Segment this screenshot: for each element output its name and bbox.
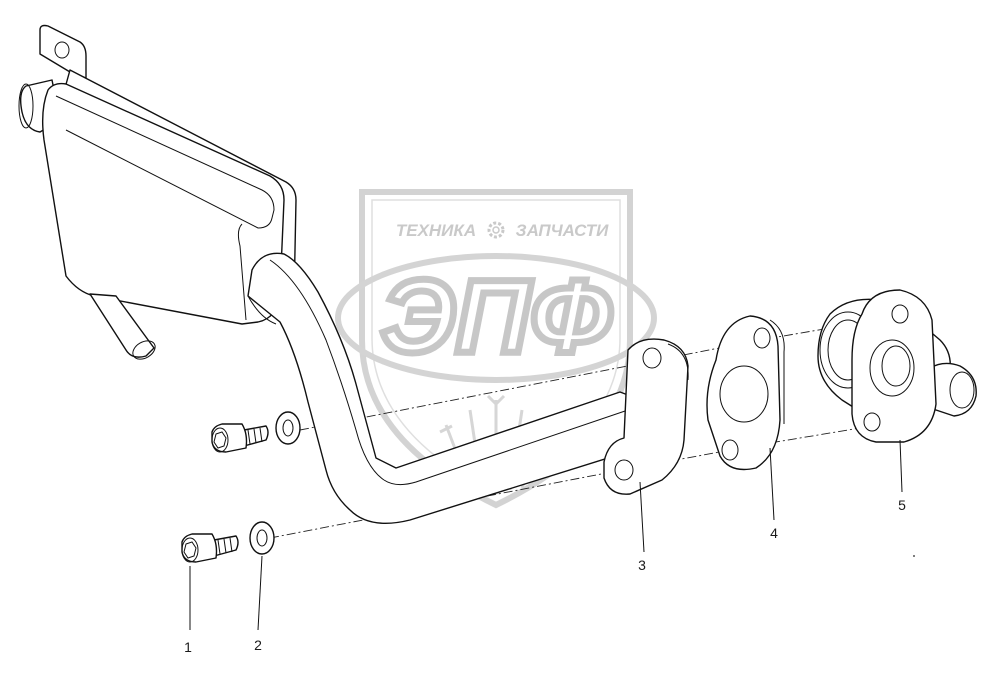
callouts: 1 2 3 4 5 bbox=[184, 497, 906, 655]
gear-icon bbox=[487, 221, 505, 239]
callout-4: 4 bbox=[770, 525, 778, 541]
watermark-text-left: ТЕХНИКА bbox=[396, 221, 476, 240]
expansion-tank bbox=[18, 24, 297, 360]
callout-1: 1 bbox=[184, 639, 192, 655]
watermark-main-text: ЭПФ bbox=[381, 259, 612, 375]
callout-2: 2 bbox=[254, 637, 262, 653]
callout-3: 3 bbox=[638, 557, 646, 573]
washer-upper bbox=[275, 411, 301, 445]
washer-lower bbox=[249, 521, 275, 555]
flange-fitting bbox=[817, 289, 977, 443]
watermark-text-right: ЗАПЧАСТИ bbox=[516, 221, 609, 240]
callout-5: 5 bbox=[898, 497, 906, 513]
leader-lines bbox=[189, 439, 903, 631]
gasket bbox=[706, 315, 785, 471]
bolt-upper bbox=[211, 423, 269, 453]
stray-dot bbox=[913, 555, 915, 557]
bolt-lower bbox=[181, 533, 239, 563]
pipe-assembly bbox=[247, 252, 689, 525]
